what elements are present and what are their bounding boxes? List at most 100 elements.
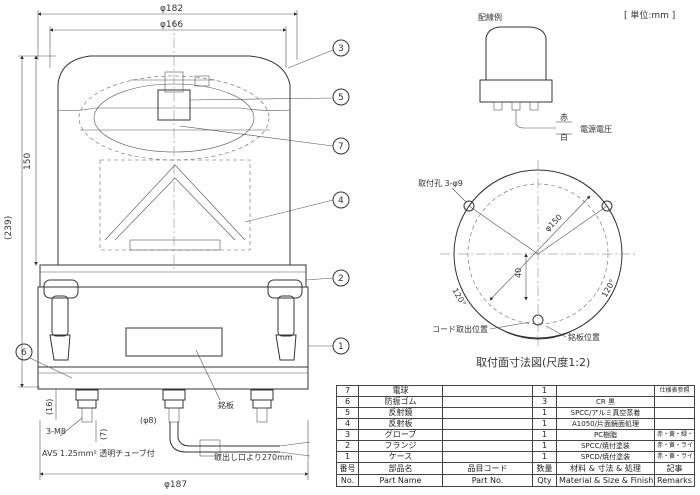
cell-name: 反射板 <box>358 418 443 430</box>
cell-qty: 1 <box>532 429 557 441</box>
callout-1: 1 <box>308 337 350 355</box>
header-remarks: Remarks <box>654 474 695 487</box>
table-header-row: 番号部品名品目コード数量材料 & 寸法 & 処理記事 <box>336 462 695 475</box>
angle-left: 120° <box>450 287 467 308</box>
cell-code <box>442 418 533 430</box>
dim-phi166: φ166 <box>160 20 183 30</box>
cell-material: PC樹脂 <box>556 429 655 441</box>
callout-6: 6 <box>15 343 73 379</box>
cell-material: CR 黒 <box>556 396 655 408</box>
dim-phi8: (φ8) <box>140 416 157 425</box>
callout-4: 4 <box>244 191 350 223</box>
cell-qty: 3 <box>532 396 557 408</box>
cell-code <box>442 440 533 452</box>
plate-pos-label: 銘板位置 <box>568 332 600 342</box>
dim-d7: (7) <box>99 429 108 440</box>
cell-no: 5 <box>336 407 359 419</box>
latch-right <box>267 279 303 361</box>
mounting-diagram: φ150 40 120° 120° 取付孔 3-φ9 コード取出位置 銘板位置 … <box>418 160 636 369</box>
header-no: No. <box>336 474 359 487</box>
wiring-example: 配線例 赤 白 電源電圧 <box>478 12 612 142</box>
dim-bolt: 3-M8 <box>46 427 66 436</box>
header-no: 番号 <box>336 462 359 475</box>
cell-material <box>556 385 655 397</box>
svg-text:3: 3 <box>338 44 344 54</box>
svg-text:2: 2 <box>338 274 344 284</box>
front-view: φ182 φ166 <box>4 4 350 490</box>
header-material: 材料 & 寸法 & 処理 <box>556 462 655 475</box>
header-name: Part Name <box>358 474 443 487</box>
dim-phi187: φ187 <box>164 480 187 490</box>
cell-qty: 1 <box>532 418 557 430</box>
case-base <box>37 366 309 390</box>
cord-pos-label: コード取出位置 <box>432 324 488 334</box>
cell-remarks: 赤・黄・ライトグレー <box>654 440 695 452</box>
svg-text:4: 4 <box>338 196 344 206</box>
cell-remarks: 赤・黄・ライトグレー <box>654 451 695 463</box>
header-code: Part No. <box>442 474 533 487</box>
cell-name: 電球 <box>358 385 443 397</box>
cell-material: SPCC/焼付塗装 <box>556 440 655 452</box>
dim-phi182: φ182 <box>160 4 183 14</box>
mount-title: 取付面寸法図(尺度1:2) <box>476 355 590 369</box>
cell-code <box>442 451 533 463</box>
cell-remarks <box>654 396 695 408</box>
case <box>37 286 309 368</box>
nameplate-rect <box>125 327 223 357</box>
cell-code <box>442 407 533 419</box>
cell-code <box>442 396 533 408</box>
voltage-label: 電源電圧 <box>580 125 612 134</box>
bolt-center <box>162 389 186 423</box>
callout-3: 3 <box>287 39 350 69</box>
cord-out-label: 取出し口より270mm <box>214 452 293 462</box>
cell-name: ケース <box>358 451 443 463</box>
cell-no: 2 <box>336 440 359 452</box>
cell-qty: 1 <box>532 451 557 463</box>
cell-remarks: 仕様表参照 <box>654 385 695 397</box>
cell-code <box>442 429 533 441</box>
mount-hole-2 <box>601 200 613 212</box>
mount-hole-1 <box>463 200 475 212</box>
header-material: Material & Size & Finish <box>556 474 655 487</box>
cell-name: 防振ゴム <box>358 396 443 408</box>
header-name: 部品名 <box>358 462 443 475</box>
bolt-right <box>250 389 274 423</box>
wire-red: 赤 <box>560 113 568 122</box>
cell-no: 4 <box>336 418 359 430</box>
unit-label: [ 単位:mm ] <box>624 9 675 21</box>
cell-remarks <box>654 418 695 430</box>
cell-remarks <box>654 407 695 419</box>
cell-qty: 1 <box>532 440 557 452</box>
dim-h150: 150 <box>23 153 33 170</box>
mount-hole-3 <box>532 314 544 326</box>
cell-code <box>442 385 533 397</box>
header-qty: 数量 <box>532 462 557 475</box>
cord <box>169 422 280 453</box>
cell-name: フランジ <box>358 440 443 452</box>
cell-material: A1050/片面鏡面処理 <box>556 418 655 430</box>
flange <box>39 264 307 288</box>
mount-hole-label: 取付孔 3-φ9 <box>418 178 463 188</box>
svg-text:7: 7 <box>338 142 344 152</box>
bolt-left <box>75 389 99 423</box>
pcd-label: φ150 <box>543 213 564 234</box>
tube-label: AVS 1.25mm² 透明チューブ付 <box>42 448 155 458</box>
svg-text:1: 1 <box>338 342 344 352</box>
svg-text:6: 6 <box>21 348 27 358</box>
header-qty: Qty <box>532 474 557 487</box>
cell-name: グローブ <box>358 429 443 441</box>
reflector-outline <box>78 75 270 161</box>
cell-material: SPCD/焼付塗装 <box>556 451 655 463</box>
svg-text:5: 5 <box>338 93 344 103</box>
cell-qty: 1 <box>532 407 557 419</box>
dim-d16: (16) <box>45 399 54 415</box>
cell-no: 1 <box>336 451 359 463</box>
header-remarks: 記事 <box>654 462 695 475</box>
